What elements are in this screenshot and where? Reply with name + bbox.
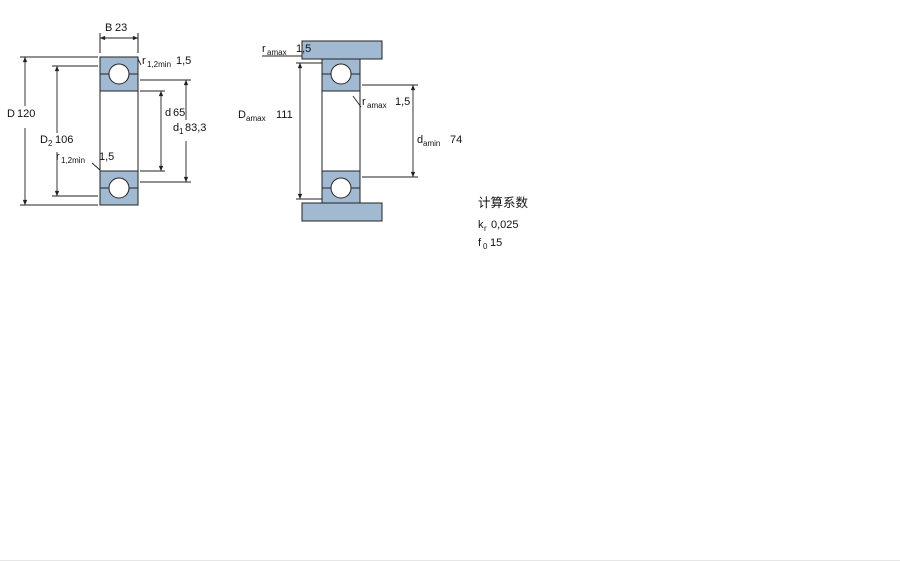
dim-r12min-bottom: r 1,2min 1,5: [56, 151, 114, 171]
dim-ra-top-letter: r: [262, 43, 266, 55]
dim-B: B 23: [99, 22, 139, 53]
calculation-factors: 计算系数 k r 0,025 f 0 15: [478, 195, 529, 251]
dim-D2-sub: 2: [48, 139, 53, 148]
left-ball-bottom: [108, 177, 130, 199]
right-ball-bottom: [330, 177, 352, 199]
factors-title: 计算系数: [478, 195, 529, 210]
factor-kr-sub: r: [484, 224, 487, 233]
dim-d1-letter: d: [173, 122, 179, 134]
factor-f0-sub: 0: [483, 242, 488, 251]
leader-line: [137, 58, 142, 66]
leader-line: [91, 162, 101, 171]
factor-kr-letter: k: [478, 219, 484, 231]
dim-d1-value: 83,3: [185, 122, 206, 134]
dim-ra-mid-sub: amax: [367, 101, 387, 110]
right-ball-top: [330, 63, 352, 85]
dim-d1-sub: 1: [179, 127, 184, 136]
dim-ra-mid-value: 1,5: [395, 96, 410, 108]
dim-r-bottom-value: 1,5: [99, 151, 114, 163]
dim-D2-value: 106: [55, 134, 73, 146]
factor-kr-value: 0,025: [491, 219, 519, 231]
dim-D-letter: D: [7, 108, 15, 120]
dim-damin-sub: amin: [423, 139, 440, 148]
dim-D2-letter: D: [40, 134, 48, 146]
dim-r-bottom-letter: r: [56, 151, 60, 163]
dim-Damax: D amax 111: [238, 62, 322, 200]
leader-line: [352, 95, 362, 108]
factor-f0-value: 15: [490, 237, 502, 249]
right-abutment-view: [301, 40, 383, 222]
dim-B-value: 23: [115, 22, 127, 34]
dim-D-value: 120: [17, 108, 35, 120]
dim-r-top-letter: r: [142, 55, 146, 67]
dim-ramax-top: r amax 1,5: [262, 43, 311, 57]
dim-damin-value: 74: [450, 134, 462, 146]
dim-Damax-value: 111: [276, 109, 293, 121]
dim-ra-top-value: 1,5: [296, 43, 311, 55]
dim-d-value: 65: [173, 107, 185, 119]
left-ball-top: [108, 63, 130, 85]
dim-r-top-sub: 1,2min: [147, 60, 171, 69]
dim-D: D 120: [7, 56, 98, 206]
shaft-shoulder-block: [301, 202, 383, 222]
dim-B-letter: B: [105, 22, 112, 34]
dim-d: d 65: [140, 90, 185, 172]
factor-f0-letter: f: [478, 237, 482, 249]
dim-Damax-sub: amax: [246, 114, 266, 123]
dim-damin: d amin 74: [362, 84, 462, 178]
dim-D2: D 2 106: [40, 65, 98, 197]
housing-shoulder-block: [301, 40, 383, 60]
dim-Damax-letter: D: [238, 109, 246, 121]
dim-ra-top-sub: amax: [267, 48, 287, 57]
dim-damin-letter: d: [417, 134, 423, 146]
dim-r-bottom-sub: 1,2min: [61, 156, 85, 165]
dim-d1: d 1 83,3: [140, 79, 206, 183]
dim-r12min-top: r 1,2min 1,5: [137, 55, 191, 69]
dim-ramax-mid: r amax 1,5: [352, 95, 410, 110]
dim-d-letter: d: [165, 107, 171, 119]
left-section-view: [99, 56, 139, 206]
dim-ra-mid-letter: r: [362, 96, 366, 108]
dim-r-top-value: 1,5: [176, 55, 191, 67]
